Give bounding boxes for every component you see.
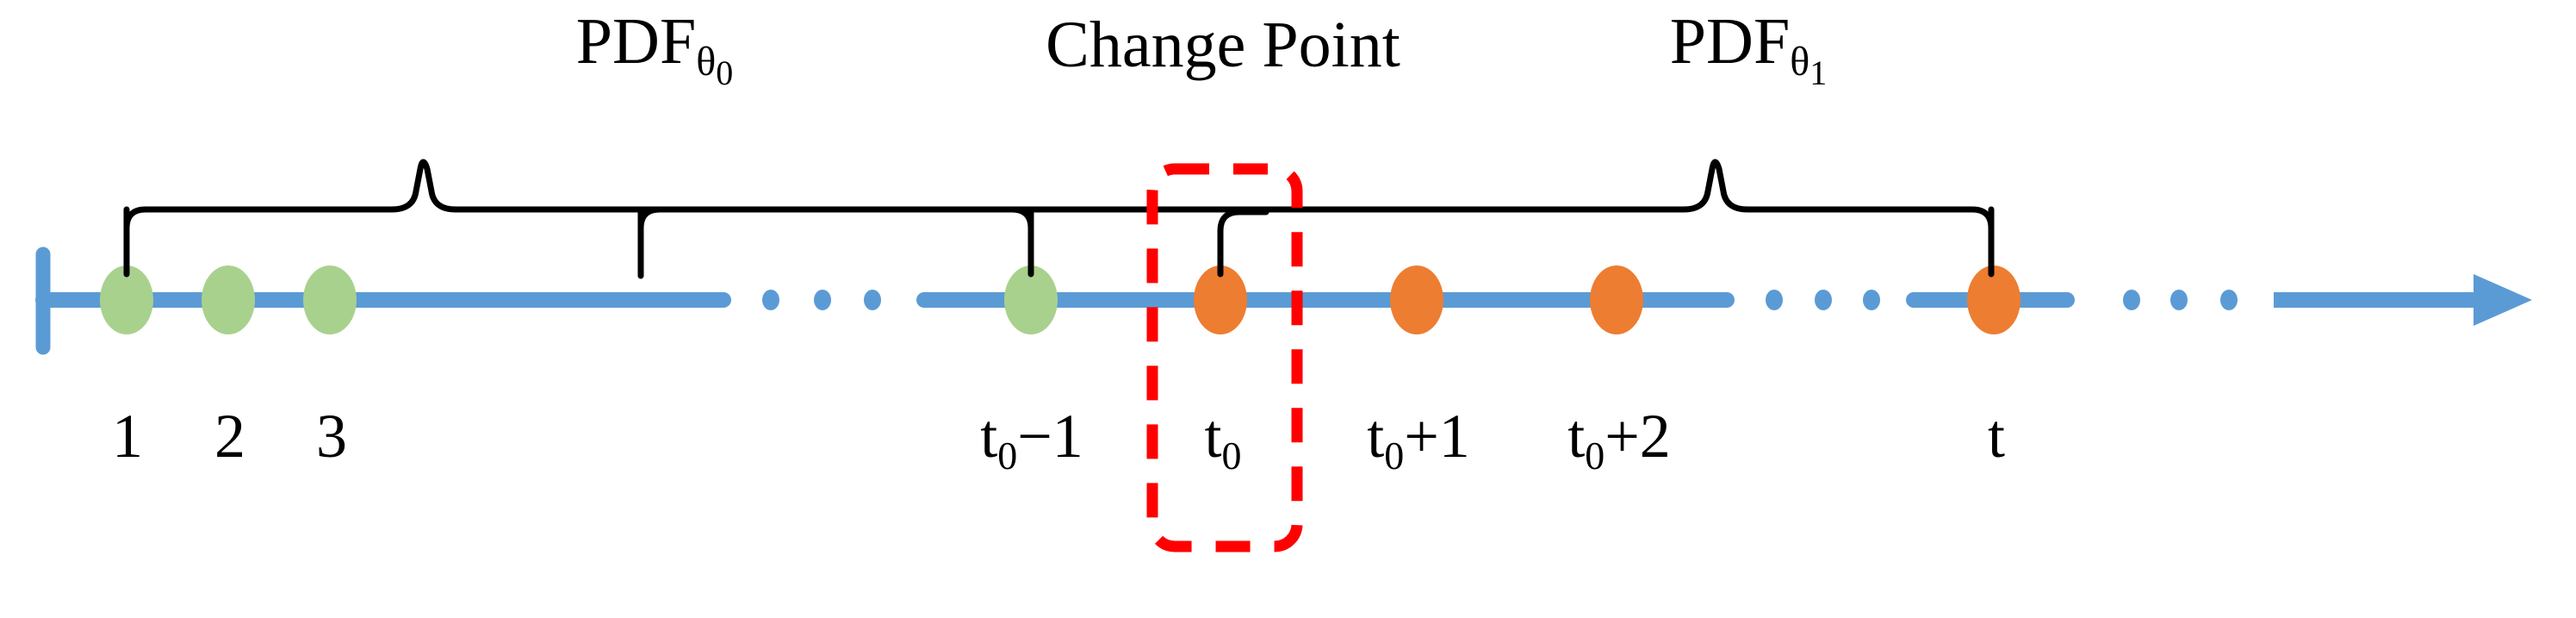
tick-label-1: 1 (112, 402, 143, 471)
brace-pdf-theta0 (123, 159, 1034, 279)
axis-arrowhead (2474, 274, 2532, 326)
tick-label-t0-plus-2: t0+2 (1567, 402, 1671, 478)
change-point-text: Change Point (1046, 9, 1400, 81)
brace-pdf-theta1-left-stem (1217, 209, 1269, 278)
axis-ellipsis-2 (1766, 290, 1880, 310)
tick-label-t0: t0 (1204, 402, 1242, 478)
pre-change-markers (100, 265, 1058, 334)
label-pdf-theta0: PDFθ0 (576, 9, 733, 91)
time-axis (35, 247, 2532, 355)
label-change-point: Change Point (1046, 12, 1400, 78)
pdf-theta0-subscript: θ0 (696, 39, 734, 93)
brace-pdf-theta1 (637, 159, 1995, 279)
sample-marker-1 (100, 265, 153, 334)
change-point-highlight-box[interactable] (1146, 163, 1303, 552)
sample-marker-t0 (1194, 265, 1247, 334)
sample-marker-t (1967, 265, 2020, 334)
post-change-markers (1194, 265, 2020, 334)
label-pdf-theta1: PDFθ1 (1670, 9, 1827, 91)
axis-ellipsis-3 (2123, 290, 2238, 310)
sample-marker-t0-plus-1 (1390, 265, 1443, 334)
tick-label-t: t (1987, 402, 2006, 471)
tick-label-t0-plus-1: t0+1 (1367, 402, 1470, 478)
sample-marker-2 (202, 265, 255, 334)
sample-marker-3 (303, 265, 357, 334)
brace-stems-overlay (123, 206, 1995, 278)
tick-label-2: 2 (214, 402, 245, 471)
sample-marker-t0-minus-1 (1004, 265, 1058, 334)
pdf-theta0-base: PDF (575, 5, 697, 78)
tick-label-t0-minus-1: t0−1 (980, 402, 1083, 478)
sample-marker-t0-plus-2 (1590, 265, 1643, 334)
tick-label-3: 3 (316, 402, 347, 471)
pdf-theta1-subscript: θ1 (1790, 39, 1828, 93)
axis-ellipsis-1 (762, 290, 881, 310)
pdf-theta1-base: PDF (1669, 5, 1791, 78)
